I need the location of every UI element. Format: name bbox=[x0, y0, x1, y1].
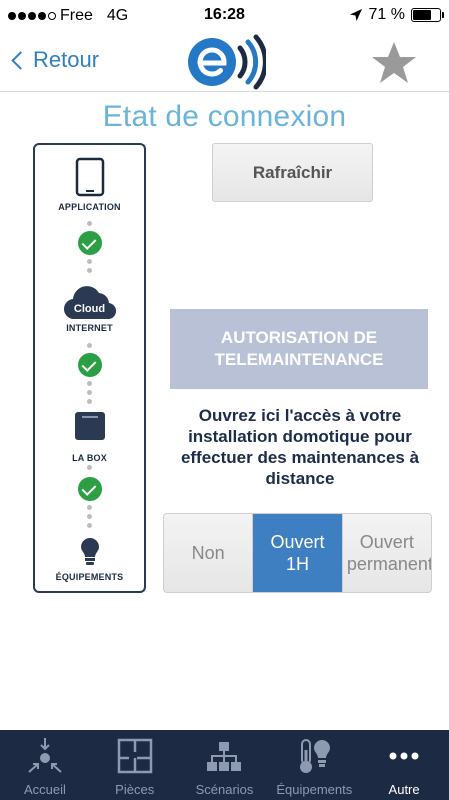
chain-connector bbox=[87, 505, 93, 532]
chain-connector bbox=[87, 381, 93, 408]
tab-autre[interactable]: Autre bbox=[359, 730, 449, 800]
favorite-star-icon[interactable] bbox=[371, 40, 417, 86]
chain-node-application: APPLICATION bbox=[35, 157, 144, 212]
option-ouvert-1h[interactable]: Ouvert 1H bbox=[253, 514, 343, 592]
remote-access-selector: Non Ouvert 1H Ouvert permanent bbox=[163, 513, 432, 593]
chain-connector bbox=[87, 221, 93, 230]
option-ouvert-1h-label: Ouvert 1H bbox=[270, 532, 325, 574]
network-icon bbox=[207, 742, 242, 771]
more-dots-icon bbox=[389, 752, 419, 760]
battery-icon bbox=[411, 8, 444, 22]
tab-label: Scénarios bbox=[195, 782, 254, 797]
back-button[interactable]: Retour bbox=[8, 47, 99, 73]
status-check-icon bbox=[78, 477, 102, 501]
chevron-left-icon bbox=[11, 50, 30, 70]
tab-label: Pièces bbox=[115, 782, 155, 797]
tab-label: Autre bbox=[388, 782, 420, 797]
tab-label: Accueil bbox=[23, 782, 66, 797]
floorplan-icon bbox=[117, 738, 152, 774]
chain-connector bbox=[87, 259, 93, 277]
status-check-icon bbox=[78, 353, 102, 377]
tab-accueil[interactable]: Accueil bbox=[0, 730, 90, 800]
location-arrow-icon bbox=[349, 9, 362, 21]
chain-node-equipements: ÉQUIPEMENTS bbox=[35, 537, 144, 582]
chain-node-label: ÉQUIPEMENTS bbox=[55, 572, 124, 582]
nav-bar: Retour bbox=[0, 32, 449, 92]
option-non[interactable]: Non bbox=[164, 514, 254, 592]
bulb-icon bbox=[80, 538, 99, 565]
chain-connector bbox=[87, 343, 93, 352]
status-right: 71 % bbox=[349, 6, 444, 24]
network-type: 4G bbox=[106, 7, 129, 24]
status-left: Free 4G bbox=[8, 7, 128, 25]
tab-bar: Accueil Pièces Scénarios bbox=[0, 730, 449, 800]
refresh-button[interactable]: Rafraîchir bbox=[212, 143, 373, 202]
chain-node-internet: Cloud INTERNET bbox=[35, 283, 144, 333]
back-button-label: Retour bbox=[33, 47, 100, 72]
tab-label: Équipements bbox=[276, 782, 353, 797]
connection-chain: APPLICATION Cloud INTERNET LA BOX ÉQU bbox=[33, 143, 146, 593]
chain-node-box: LA BOX bbox=[35, 410, 144, 463]
tablet-icon bbox=[75, 157, 104, 197]
tab-scenarios[interactable]: Scénarios bbox=[180, 730, 270, 800]
option-ouvert-permanent-label: Ouvert permanent bbox=[346, 532, 432, 574]
status-time: 16:28 bbox=[204, 6, 245, 23]
cloud-icon: Cloud bbox=[63, 283, 117, 323]
chain-node-label: INTERNET bbox=[66, 323, 113, 333]
chain-node-label: LA BOX bbox=[72, 453, 107, 463]
status-bar: Free 4G 16:28 71 % bbox=[0, 0, 449, 32]
tab-equipements[interactable]: Équipements bbox=[269, 730, 359, 800]
app-logo bbox=[188, 34, 266, 90]
remote-maintenance-header: AUTORISATION DE TELEMAINTENANCE bbox=[170, 309, 428, 389]
page-title: Etat de connexion bbox=[102, 100, 347, 133]
chain-connector bbox=[87, 465, 93, 474]
remote-maintenance-description: Ouvrez ici l'accès à votre installation … bbox=[180, 406, 420, 488]
option-ouvert-permanent[interactable]: Ouvert permanent bbox=[342, 514, 432, 592]
cloud-icon-label: Cloud bbox=[73, 303, 106, 315]
box-icon bbox=[74, 412, 105, 440]
status-check-icon bbox=[78, 231, 102, 255]
tab-pieces[interactable]: Pièces bbox=[90, 730, 180, 800]
thermometer-bulb-icon bbox=[300, 739, 331, 773]
chain-node-label: APPLICATION bbox=[58, 202, 121, 212]
home-arrows-icon bbox=[28, 738, 62, 773]
signal-strength-icon bbox=[8, 12, 56, 20]
carrier-name: Free bbox=[60, 7, 93, 24]
battery-percent: 71 % bbox=[368, 6, 405, 23]
